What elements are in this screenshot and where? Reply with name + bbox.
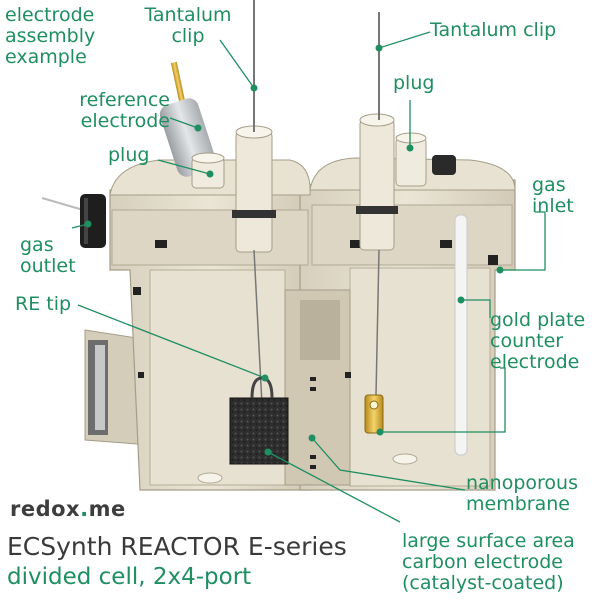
label-gold-plate: gold plate counter electrode [490, 309, 586, 373]
label-gas-inlet: gas inlet [532, 174, 574, 217]
label-tantalum-clip-left: Tantalum clip [144, 4, 232, 47]
gas-outlet-fitting [41, 194, 106, 248]
brand-dot: . [80, 497, 89, 521]
label-carbon-electrode: large surface area carbon electrode (cat… [402, 530, 575, 594]
right-port-cap [432, 155, 456, 175]
product-subtitle: divided cell, 2x4-port [7, 564, 252, 590]
plug-right-shape [395, 132, 427, 187]
gas-inlet-tube [454, 214, 468, 456]
electrode-holder-right [356, 12, 398, 396]
label-plug-right: plug [393, 72, 435, 94]
label-re-tip: RE tip [15, 293, 72, 315]
product-title: ECSynth REACTOR E-series [7, 532, 347, 561]
label-plug-left: plug [108, 144, 150, 166]
label-nanoporous-membrane: nanoporous membrane [466, 472, 578, 515]
brand-suffix: me [88, 497, 126, 521]
leader-lines [71, 31, 546, 523]
label-tantalum-clip-right: Tantalum clip [430, 19, 557, 41]
brand-logo: redox.me [10, 497, 126, 521]
label-gas-outlet: gas outlet [20, 234, 76, 277]
label-reference-electrode: reference electrode [79, 89, 170, 132]
carbon-electrode [229, 376, 289, 465]
gold-counter-electrode [364, 394, 384, 434]
electrode-holder-left [232, 0, 276, 406]
brand-prefix: redox [10, 497, 81, 521]
label-assembly-example: electrode assembly example [5, 4, 96, 68]
